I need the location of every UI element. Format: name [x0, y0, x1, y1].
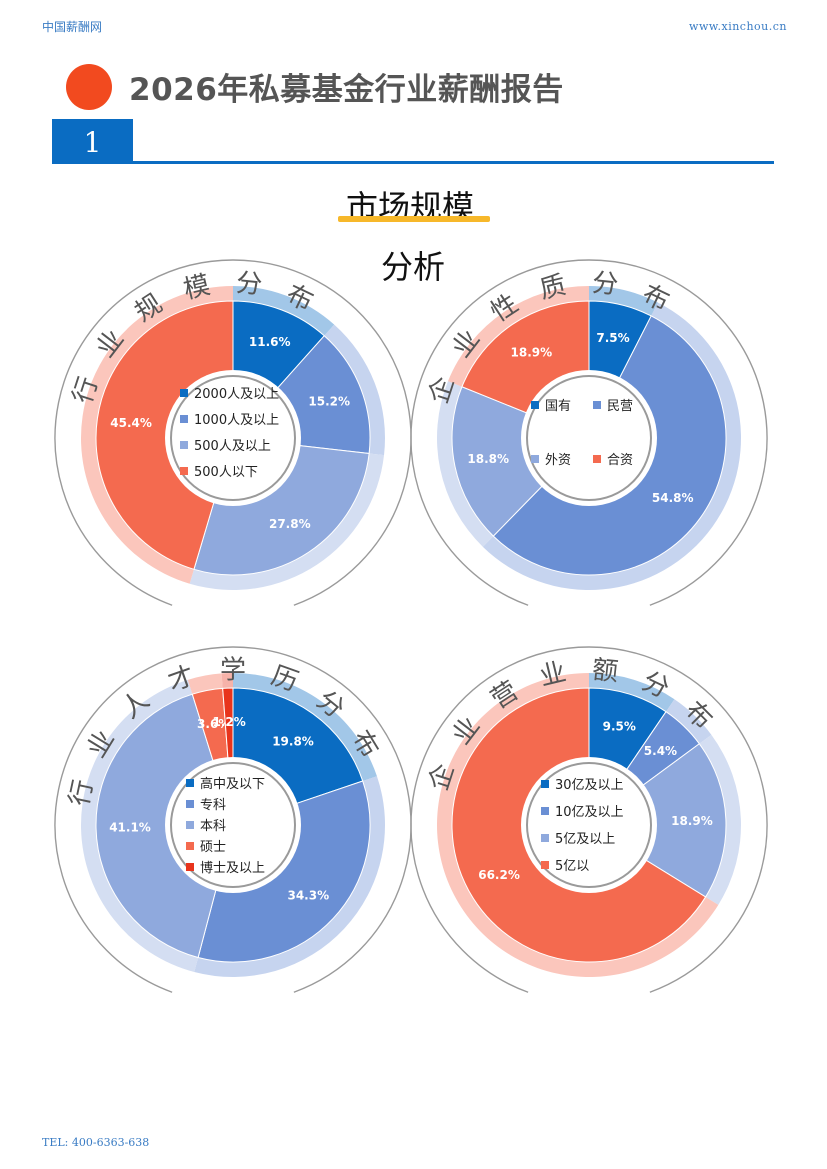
legend-swatch	[180, 389, 188, 397]
frame-arc	[54, 646, 412, 993]
sub-title: 分析	[381, 248, 446, 286]
slice-halo	[80, 286, 233, 584]
section-divider	[52, 161, 774, 164]
chart-title-char: 分	[591, 268, 620, 301]
donut-chart-1: 11.6% 15.2% 27.8% 45.4% 2000人及以上 1000人及以上 500人…	[54, 259, 412, 606]
slice-halo	[437, 381, 494, 547]
site-url[interactable]: www.xinchou.cn	[689, 20, 787, 33]
legend-swatch	[180, 441, 188, 449]
center-disc	[521, 757, 657, 893]
section-number: 1	[52, 119, 133, 164]
slice-halo	[589, 673, 675, 712]
legend-label: 硕士	[200, 840, 226, 855]
legend-swatch	[186, 863, 194, 871]
slice-halo	[448, 286, 589, 387]
legend-swatch	[186, 821, 194, 829]
legend-label: 500人及以上	[194, 439, 271, 454]
frame-arc	[54, 259, 412, 606]
slice-value-label: 18.9%	[671, 814, 713, 828]
slice-value-label: 5.4%	[644, 744, 677, 758]
center-disc	[165, 370, 301, 506]
frame-arc	[410, 646, 768, 993]
slice-value-label: 3.6%	[197, 717, 230, 731]
legend-swatch	[593, 455, 601, 463]
slice-halo	[324, 324, 385, 456]
legend-label: 5亿以	[555, 859, 589, 874]
slice-value-label: 27.8%	[269, 517, 311, 531]
slice-halo	[221, 673, 233, 689]
legend-label: 民营	[607, 399, 633, 414]
legend-label: 500人以下	[194, 465, 258, 480]
report-title: 2026年私募基金行业薪酬报告	[129, 72, 564, 108]
slice-value-label: 66.2%	[478, 868, 520, 882]
legend-label: 30亿及以上	[555, 778, 624, 793]
center-ring	[170, 375, 296, 501]
slice-halo	[189, 453, 385, 590]
center-ring	[526, 375, 652, 501]
legend-swatch	[541, 780, 549, 788]
site-name: 中国薪酬网	[42, 20, 103, 34]
frame-arc	[410, 259, 768, 606]
chart-title-char: 行	[64, 777, 99, 809]
slice-value-label: 15.2%	[308, 394, 350, 408]
legend-label: 10亿及以上	[555, 805, 624, 820]
legend-label: 国有	[545, 399, 571, 414]
slice-value-label: 7.5%	[596, 331, 629, 345]
slice-value-label: 9.5%	[603, 720, 636, 734]
chart-title-char: 学	[220, 656, 246, 686]
donut-chart-2: 7.5%54.8%18.8%18.9%国有民营外资合资企业性质分布	[410, 259, 768, 606]
footer-tel: TEL: 400-6363-638	[42, 1136, 150, 1149]
chart-title-char: 额	[591, 655, 620, 688]
slice-value-label: 11.6%	[249, 335, 291, 349]
center-disc	[521, 370, 657, 506]
slice-halo	[699, 734, 741, 905]
legend-label: 专科	[200, 798, 226, 813]
legend-label: 5亿及以上	[555, 832, 615, 847]
slice-value-label: 19.8%	[272, 734, 314, 748]
slice-halo	[194, 776, 385, 977]
center-ring	[170, 762, 296, 888]
slice-halo	[482, 302, 741, 591]
slice-value-label: 18.9%	[511, 346, 553, 360]
legend-label: 外资	[545, 453, 571, 468]
legend-label: 2000人及以上	[194, 387, 279, 402]
slice-value-label: 54.8%	[652, 491, 694, 505]
chart-title-char: 质	[537, 270, 569, 305]
chart-title-char: 业	[537, 657, 569, 692]
center-ring	[526, 762, 652, 888]
legend-swatch	[531, 455, 539, 463]
legend-swatch	[180, 467, 188, 475]
legend-swatch	[186, 779, 194, 787]
chart-title-char: 模	[181, 270, 213, 305]
title-dot-icon	[66, 64, 112, 110]
legend-swatch	[593, 401, 601, 409]
legend-swatch	[186, 800, 194, 808]
legend-swatch	[541, 834, 549, 842]
slice-halo	[80, 679, 199, 972]
slice-halo	[233, 673, 377, 782]
chart-title-char: 分	[235, 268, 264, 301]
legend-swatch	[531, 401, 539, 409]
legend-label: 本科	[200, 819, 226, 834]
legend-swatch	[186, 842, 194, 850]
legend-label: 博士及以上	[200, 861, 265, 876]
legend-label: 高中及以下	[200, 776, 265, 792]
legend-label: 1000人及以上	[194, 413, 279, 428]
slice-halo	[666, 699, 712, 744]
slice-value-label: 45.4%	[110, 416, 152, 430]
legend-swatch	[180, 415, 188, 423]
donut-chart-4: 9.5%5.4%18.9%66.2%30亿及以上10亿及以上5亿及以上5亿以企业…	[410, 646, 768, 993]
center-disc	[165, 757, 301, 893]
slice-value-label: 34.3%	[287, 888, 329, 902]
main-title-underline	[338, 216, 490, 222]
legend-swatch	[541, 861, 549, 869]
slice-halo	[589, 286, 659, 316]
legend-swatch	[541, 807, 549, 815]
slice-value-label: 18.8%	[467, 452, 509, 466]
slice-value-label: 41.1%	[109, 820, 151, 834]
slice-value-label: 1.2%	[212, 715, 245, 729]
legend-label: 合资	[607, 453, 633, 468]
